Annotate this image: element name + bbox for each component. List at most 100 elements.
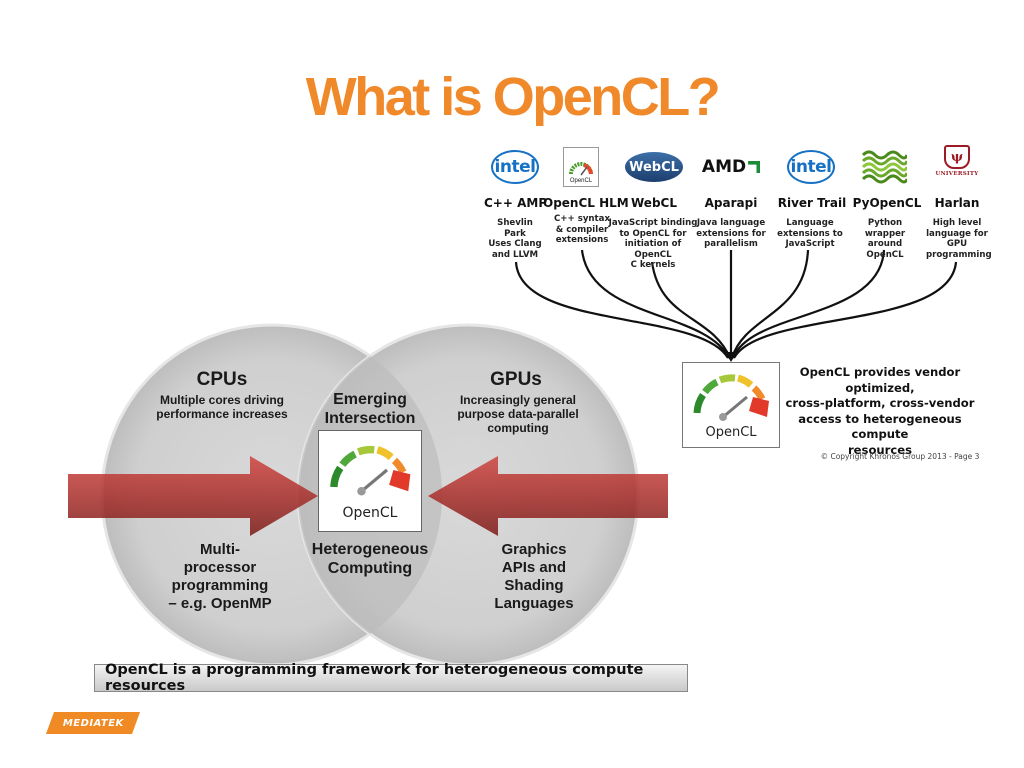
intersection-title-line: Intersection [324,410,416,427]
amd-icon: AMD [701,157,761,177]
desc-line: extensions to [777,228,843,239]
opencl-provides-text: OpenCL provides vendor optimized, cross-… [780,365,980,458]
project-name: Harlan [934,196,980,210]
pyopencl-logo [858,144,910,190]
opencl-venn-logo: OpenCL [318,430,422,532]
desc-line: High level [932,218,982,228]
connector-line [730,249,810,359]
opencl-hlm-logo: OpenCL [561,144,601,190]
cpu-bottom-line: programming [171,577,269,594]
gpus-title: GPUs [490,369,542,390]
desc-line: C kernels [630,260,676,271]
provides-line: OpenCL provides vendor [799,365,961,379]
project-name: C++ AMP [484,196,548,210]
gpus-subtitle-line: Increasingly general [459,393,577,407]
desc-line: to OpenCL for [619,228,687,239]
desc-line: around [867,239,903,250]
gpus-subtitle: Increasingly general purpose data-parall… [436,393,600,435]
copyright-text: © Copyright Khronos Group 2013 - Page 3 [820,452,980,461]
gpus-subtitle-line: purpose data-parallel [457,407,579,421]
project-description: Shevlin Park Uses Clang and LLVM [486,218,544,260]
left-arrow-icon [68,456,318,536]
gpu-bottom-line: APIs and [501,559,567,576]
cpus-subtitle: Multiple cores driving performance incre… [140,393,304,421]
desc-line: initiation of OpenCL [624,239,682,260]
page-title: What is OpenCL? [305,67,721,127]
cpus-title: CPUs [196,369,248,390]
project-name: PyOpenCL [852,196,922,210]
gpu-bottom-line: Shading [504,577,564,594]
desc-line: C++ syntax [554,214,610,224]
gauge-icon [330,445,411,496]
indiana-university-icon: ψ UNIVERSITY [935,145,979,189]
intel-icon: intel [787,150,835,184]
gpu-bottom-text: Graphics APIs and Shading Languages [474,541,594,613]
project-name: Aparapi [704,196,758,210]
desc-line: Shevlin [497,218,533,228]
cpu-bottom-line: – e.g. OpenMP [168,595,272,612]
desc-line: Uses Clang [488,239,542,250]
intel-icon: intel [491,150,539,184]
provides-line: cross-platform, cross-vendor [785,396,975,410]
gpu-bottom-line: Graphics [501,541,567,558]
intersection-title: Emerging Intersection [310,390,430,428]
gauge-icon [569,162,593,176]
cpus-subtitle-line: performance increases [156,407,288,421]
desc-line: & compiler [555,224,609,235]
gauge-icon [693,374,769,421]
connector-line [731,249,886,359]
opencl-small-label: OpenCL [569,178,593,184]
intel-logo: intel [490,144,540,190]
project-name: WebCL [631,196,677,210]
opencl-target-logo: OpenCL [682,362,780,448]
desc-line: Language [786,218,834,228]
indiana-university-logo: ψ UNIVERSITY [935,144,979,190]
iu-text: UNIVERSITY [935,171,979,177]
provides-line: optimized, [845,380,915,395]
project-name: River Trail [777,196,847,210]
desc-line: extensions [555,235,609,246]
arrowhead-icon [725,352,737,362]
heterogeneous-computing-text: Heterogeneous Computing [294,540,446,578]
desc-line: OpenCL [866,249,904,260]
opencl-icon: OpenCL [563,147,599,187]
desc-line: JavaScript [785,239,835,250]
iu-crest-icon: ψ [944,145,970,169]
amd-text: AMD [701,157,747,177]
desc-line: Python wrapper [864,218,906,239]
connector-line [580,249,730,359]
project-description: Python wrapper around OpenCL [848,218,922,260]
desc-line: Park [504,228,526,239]
cpu-bottom-line: Multi- [200,541,240,558]
project-description: Language extensions to JavaScript [776,218,844,250]
connector-line [733,261,958,359]
project-name: OpenCL HLM [543,196,629,210]
cpus-subtitle-line: Multiple cores driving [159,393,285,407]
cpu-bottom-text: Multi- processor programming – e.g. Open… [150,541,290,613]
mediatek-logo-text: MEDIATEK [62,717,124,729]
project-description: Java language extensions for parallelism [696,218,766,250]
intersection-title-line: Emerging [333,391,407,408]
desc-line: and LLVM [491,249,539,260]
mediatek-logo: MEDIATEK [45,712,141,734]
opencl-venn-label: OpenCL [342,505,398,521]
desc-line: parallelism [704,239,758,250]
connector-line [650,261,732,359]
amd-logo: AMD [700,144,762,190]
webcl-logo: WebCL [624,144,684,190]
connector-line [514,261,729,359]
gpu-bottom-line: Languages [494,595,574,612]
desc-line: GPU [946,239,968,250]
definition-banner: OpenCL is a programming framework for he… [94,662,688,694]
project-description: C++ syntax & compiler extensions [552,214,612,246]
python-snake-icon [861,150,907,184]
heterogeneous-line: Heterogeneous [311,541,429,558]
project-description: High level language for GPU programming [926,218,992,260]
intel-logo-2: intel [786,144,836,190]
desc-line: programming [926,249,992,260]
project-description: JavaScript binding to OpenCL for initiat… [606,218,700,271]
heterogeneous-line: Computing [327,560,413,577]
desc-line: JavaScript binding [608,218,698,228]
